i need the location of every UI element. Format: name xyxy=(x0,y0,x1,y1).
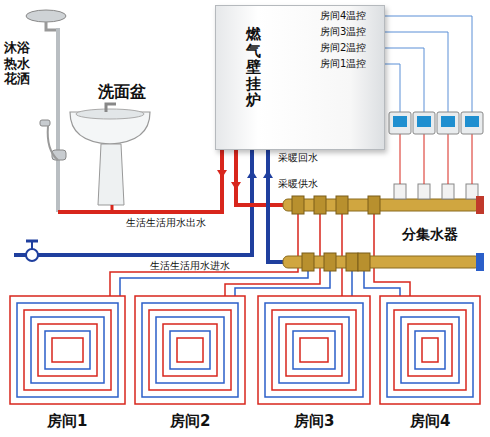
pipe-label: 采暖回水 xyxy=(278,152,318,164)
loop-pipe xyxy=(422,338,438,362)
thermostats xyxy=(389,112,483,134)
thermostat-label: 房间3温控 xyxy=(320,26,366,38)
shower-label: 沐浴热水花洒 xyxy=(4,40,30,87)
room-label: 房间1 xyxy=(47,412,87,430)
loop-pipe xyxy=(170,331,210,369)
loop-pipe xyxy=(279,317,349,383)
thermostat-label: 房间2温控 xyxy=(320,42,366,54)
loop-pipe xyxy=(24,310,111,390)
loop-pipe xyxy=(272,310,356,390)
loop-pipe xyxy=(177,338,203,362)
loop-pipe xyxy=(408,324,452,376)
valve xyxy=(26,241,38,261)
loop-pipe xyxy=(387,303,473,397)
loop-pipe xyxy=(293,331,335,369)
loop-pipe xyxy=(10,296,125,404)
manifold-label: 分集水器 xyxy=(402,226,458,243)
loop-pipe xyxy=(300,338,328,362)
heating-return-pipe xyxy=(268,150,285,262)
thermostat-label: 房间1温控 xyxy=(320,58,366,70)
heating-supply-pipe xyxy=(236,150,285,205)
loop-pipe xyxy=(142,303,238,397)
loop-pipe xyxy=(149,310,231,390)
loop-pipe xyxy=(401,317,459,383)
loop-pipe xyxy=(156,317,224,383)
loop-pipe xyxy=(380,296,480,404)
loop-pipe xyxy=(394,310,466,390)
flow-arrows xyxy=(217,170,273,190)
boiler-box: 燃气壁挂炉 房间4温控房间3温控房间2温控房间1温控 xyxy=(215,5,385,150)
manifold xyxy=(283,184,484,271)
hot-water-pipe xyxy=(58,150,222,212)
shower xyxy=(26,10,66,212)
loop-pipe xyxy=(45,331,90,369)
pipe-label: 生活生活用水出水 xyxy=(126,217,206,229)
sink-label: 洗面盆 xyxy=(98,82,146,101)
room-label: 房间3 xyxy=(294,412,334,430)
boiler-name: 燃气壁挂炉 xyxy=(246,26,261,109)
floor-loops xyxy=(110,210,410,296)
pipe-label: 生活生活用水进水 xyxy=(150,260,230,272)
thermostat-wires xyxy=(378,16,472,112)
room-spirals xyxy=(10,296,480,404)
room-label: 房间4 xyxy=(410,412,450,430)
thermostat-label: 房间4温控 xyxy=(320,10,366,22)
loop-pipe xyxy=(31,317,104,383)
loop-pipe xyxy=(135,296,245,404)
loop-pipe xyxy=(163,324,217,376)
loop-pipe xyxy=(415,331,445,369)
control-wires xyxy=(400,134,472,184)
loop-pipe xyxy=(17,303,118,397)
loop-pipe xyxy=(265,303,363,397)
cold-water-pipe xyxy=(14,150,252,255)
sink xyxy=(70,104,150,212)
pipe-label: 采暖供水 xyxy=(278,178,318,190)
loop-pipe xyxy=(258,296,370,404)
loop-pipe xyxy=(52,338,83,362)
loop-pipe xyxy=(38,324,97,376)
room-label: 房间2 xyxy=(170,412,210,430)
loop-pipe xyxy=(286,324,342,376)
